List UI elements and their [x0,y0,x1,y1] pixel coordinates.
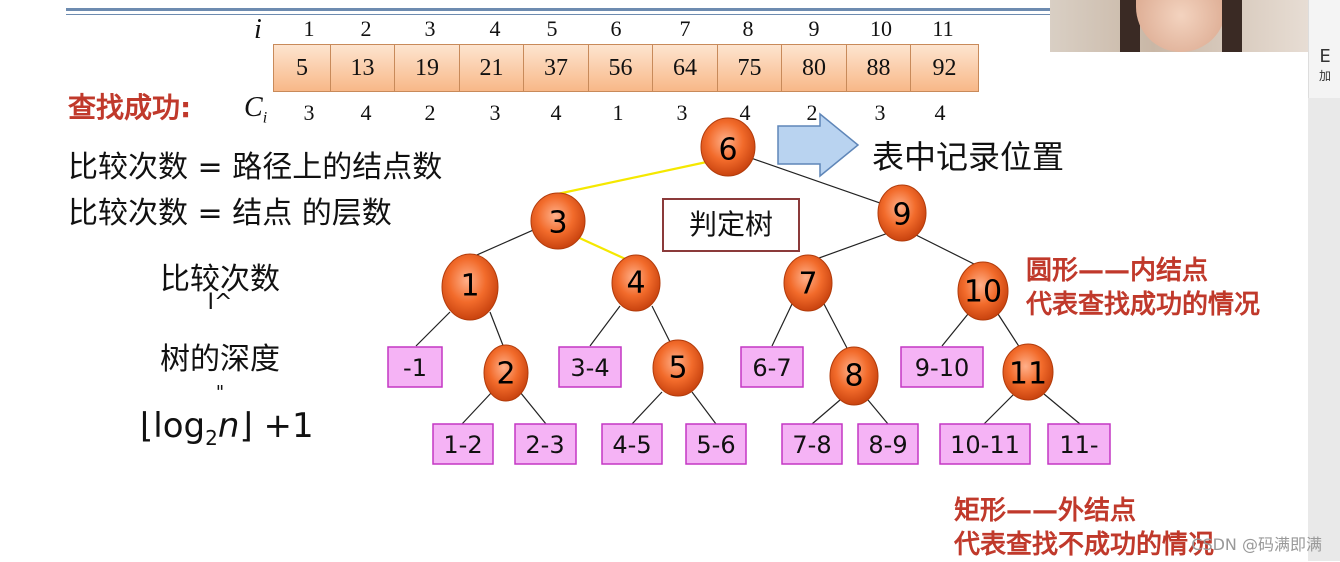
svg-text:4: 4 [626,266,645,301]
node-8: 8 [830,347,878,405]
node-5: 5 [653,340,703,396]
rect-annotation-line2: 代表查找不成功的情况 [954,528,1214,562]
side-scroll-area[interactable] [1308,98,1340,561]
node-11: 11 [1003,344,1053,400]
side-panel-letter: E [1309,46,1340,67]
svg-text:3: 3 [548,206,567,241]
leaf-label: 4-5 [612,431,651,459]
rect-annotation: 矩形——外结点 代表查找不成功的情况 [954,494,1214,562]
leaf-label: 9-10 [915,354,969,382]
svg-text:10: 10 [964,275,1002,310]
circle-annotation: 圆形——内结点 代表查找成功的情况 [1026,254,1260,322]
node-4: 4 [612,255,660,311]
node-6: 6 [701,118,755,176]
svg-text:1: 1 [460,269,479,304]
svg-text:6: 6 [718,133,737,168]
leaf-label: 7-8 [792,431,831,459]
node-9: 9 [878,185,926,241]
leaf-label: 5-6 [696,431,735,459]
svg-text:8: 8 [844,359,863,394]
node-10: 10 [958,262,1008,320]
webcam-overlay [1050,0,1308,52]
leaf-label: 2-3 [525,431,564,459]
right-arrow-icon [778,114,858,176]
node-3: 3 [531,193,585,249]
node-7: 7 [784,255,832,311]
svg-text:5: 5 [668,351,687,386]
leaf-label: 11- [1059,431,1098,459]
leaf-label: 10-11 [950,431,1020,459]
presenter-face [1136,0,1226,52]
svg-text:11: 11 [1009,357,1047,392]
node-2: 2 [484,345,528,401]
node-1: 1 [442,254,498,320]
side-panel[interactable]: E 加 [1308,0,1340,98]
leaf-label: 3-4 [570,354,609,382]
leaf-label: -1 [403,354,427,382]
circle-annotation-line1: 圆形——内结点 [1026,254,1260,288]
leaf-label: 1-2 [443,431,482,459]
circle-annotation-line2: 代表查找成功的情况 [1026,288,1260,322]
leaf-label: 6-7 [752,354,791,382]
svg-text:9: 9 [892,198,911,233]
svg-text:2: 2 [496,357,515,392]
leaf-label: 8-9 [868,431,907,459]
svg-text:7: 7 [798,267,817,302]
side-panel-text: 加 [1309,67,1340,84]
rect-annotation-line1: 矩形——外结点 [954,494,1214,528]
record-position-label: 表中记录位置 [872,132,1064,178]
presenter-hair-right [1222,0,1242,52]
watermark: CSDN @码满即满 [1191,531,1322,555]
decision-tree-label: 判定树 [662,198,800,252]
